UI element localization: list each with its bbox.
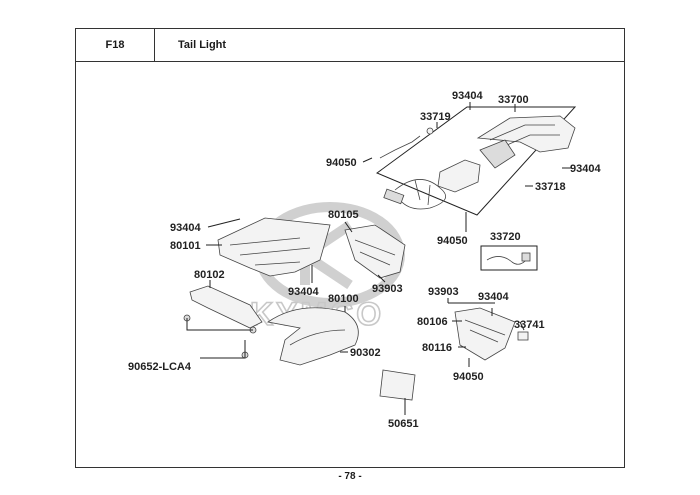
lead-94050-top: [362, 157, 373, 163]
part-label-90302: 90302: [350, 347, 381, 359]
diagram-frame: F18 Tail Light: [75, 28, 625, 468]
part-label-33719: 33719: [420, 111, 451, 123]
bracket-33719: [379, 135, 421, 159]
part-label-80101: 80101: [170, 240, 201, 252]
part-label-33720: 33720: [490, 231, 521, 243]
part-label-93404-mid: 93404: [288, 286, 319, 298]
part-label-33741: 33741: [514, 319, 545, 331]
page-number: - 78 -: [338, 471, 362, 482]
header-bar: F18 Tail Light: [76, 29, 624, 62]
part-label-80116: 80116: [422, 342, 452, 354]
bracket-80105-detail: [354, 239, 396, 266]
fender-body: [217, 217, 331, 277]
license-light-box: [480, 245, 538, 271]
part-label-80105: 80105: [328, 209, 359, 221]
lead-90652-a: [186, 318, 253, 331]
part-label-93404-left: 93404: [170, 222, 201, 234]
part-labels: 93404 33700 33719 94050 93404 33718 8010…: [128, 90, 601, 430]
bracket-80105: [344, 224, 406, 279]
part-label-80106: 80106: [417, 316, 448, 328]
part-label-33718: 33718: [535, 181, 566, 193]
stay-80102-body: [189, 285, 263, 329]
lens-detail: [489, 124, 560, 149]
leader-lines: [186, 102, 572, 415]
license-bracket-body: [454, 307, 516, 361]
part-label-94050-lower: 94050: [453, 371, 484, 383]
lead-90652-b: [200, 340, 246, 359]
connector-plug: [383, 188, 405, 205]
section-title: Tail Light: [178, 39, 227, 51]
license-light-wire: [486, 256, 529, 265]
lead-80105: [344, 221, 353, 233]
license-light-bulb: [521, 252, 531, 262]
inner-fender-body: [266, 307, 359, 366]
part-label-33700: 33700: [498, 94, 529, 106]
rear-fender-80101: [217, 217, 331, 277]
wire-harness: [394, 179, 447, 210]
tail-light-assembly: [383, 115, 576, 210]
part-label-90652-lca4: 90652-LCA4: [128, 361, 192, 373]
section-code: F18: [76, 29, 155, 61]
inner-fender-80100: [266, 307, 359, 366]
lead-93404-left: [207, 218, 241, 228]
fender-ribs: [229, 237, 311, 266]
reflector-33741: [517, 331, 529, 341]
part-label-80102: 80102: [194, 269, 225, 281]
part-label-94050-mid: 94050: [437, 235, 468, 247]
clip-33719: [426, 127, 434, 135]
lead-93903-mid: [377, 274, 386, 283]
part-label-50651: 50651: [388, 418, 419, 430]
license-bracket-80106: [454, 307, 516, 361]
part-label-93903-mid: 93903: [372, 283, 403, 295]
part-label-93404-right: 93404: [570, 163, 601, 175]
part-label-93903-right: 93903: [428, 286, 459, 298]
bulb-socket: [479, 139, 516, 169]
part-label-93404-top: 93404: [452, 90, 483, 102]
part-label-80100: 80100: [328, 293, 359, 305]
lead-33741: [519, 321, 525, 331]
part-label-94050-top: 94050: [326, 157, 357, 169]
wire-leads: [414, 179, 431, 206]
license-bracket-ribs: [464, 319, 506, 343]
reflector-plate-50651: [379, 369, 416, 401]
inner-fender-detail: [289, 329, 346, 346]
part-label-93404-lower: 93404: [478, 291, 509, 303]
tail-light-housing: [437, 159, 481, 193]
